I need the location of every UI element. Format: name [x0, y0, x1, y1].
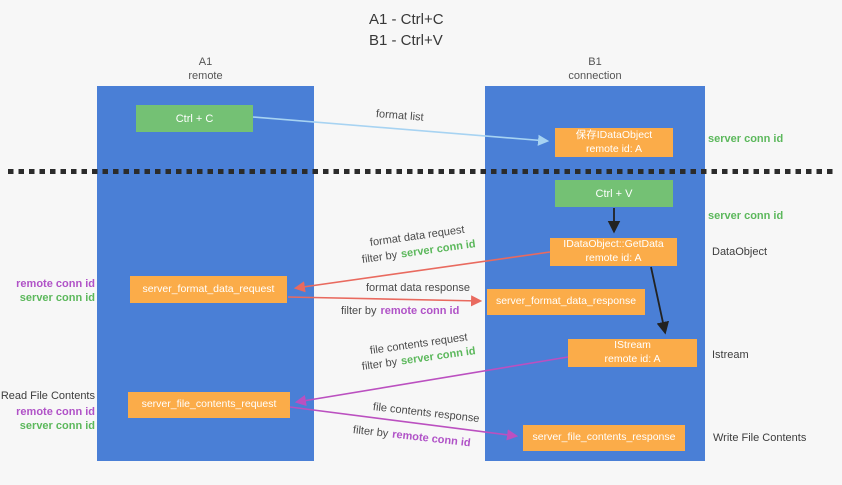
- format-list-label: format list: [375, 108, 425, 124]
- file-contents-response-label: file contents response: [372, 401, 481, 426]
- istream-line2: remote id: A: [604, 353, 661, 365]
- filter-by-text: filter by: [361, 249, 398, 266]
- server-file-contents-request-node: server_file_contents_request: [128, 392, 290, 418]
- save-idataobject-node: 保存IDataObject remote id: A: [555, 128, 673, 157]
- ctrl-v-label: Ctrl + V: [595, 187, 633, 200]
- server-format-data-request-node: server_format_data_request: [130, 276, 287, 303]
- filter-by-text: filter by: [341, 305, 377, 317]
- getdata-line1: IDataObject::GetData: [563, 238, 664, 251]
- filter-remote-conn-id: remote conn id: [391, 428, 472, 450]
- filter-remote-conn-id: remote conn id: [380, 305, 460, 317]
- ctrl-c-node: Ctrl + C: [136, 105, 253, 132]
- diagram-title: A1 - Ctrl+C B1 - Ctrl+V: [369, 9, 444, 51]
- dataobject-annotation: DataObject: [712, 246, 768, 258]
- server-conn-id-annotation-mid: server conn id: [708, 210, 784, 222]
- lane-a1-subtitle: remote: [188, 70, 223, 82]
- filter-by-text: filter by: [352, 424, 389, 440]
- remote-conn-id-annotation-top: remote conn id: [16, 278, 95, 290]
- lane-b1-title: B1: [588, 56, 602, 68]
- lane-header-b1: B1 connection: [485, 55, 705, 83]
- save-idataobject-line1: 保存IDataObject: [575, 128, 653, 141]
- remote-conn-id-annotation-bottom: remote conn id: [16, 406, 95, 418]
- getdata-line2: remote id: A: [585, 252, 642, 264]
- save-idataobject-line2: remote id: A: [585, 142, 643, 155]
- lane-b1-subtitle: connection: [568, 70, 622, 82]
- title-line-2: B1 - Ctrl+V: [369, 32, 443, 49]
- server-conn-id-annotation-left-top: server conn id: [19, 292, 95, 304]
- ctrl-c-label: Ctrl + C: [175, 112, 214, 125]
- server-file-contents-request-label: server_file_contents_request: [141, 398, 277, 411]
- ctrl-v-node: Ctrl + V: [555, 180, 673, 207]
- istream-line1: IStream: [614, 339, 651, 352]
- server-file-contents-response-node: server_file_contents_response: [523, 425, 685, 451]
- format-data-response-arrow: [287, 295, 483, 307]
- lane-a1-title: A1: [198, 56, 213, 68]
- server-conn-id-annotation-top: server conn id: [708, 133, 784, 145]
- read-file-contents-annotation: Read File Contents: [0, 390, 95, 402]
- server-format-data-request-label: server_format_data_request: [142, 282, 275, 295]
- server-format-data-response-label: server_format_data_response: [495, 295, 637, 308]
- write-file-contents-annotation: Write File Contents: [713, 432, 807, 444]
- server-format-data-response-node: server_format_data_response: [487, 289, 645, 315]
- server-file-contents-response-label: server_file_contents_response: [532, 431, 676, 444]
- session-divider-dotted-line: [8, 169, 834, 174]
- title-line-1: A1 - Ctrl+C: [369, 11, 444, 28]
- format-data-response-label: format data response: [366, 282, 470, 294]
- istream-node: IStream remote id: A: [568, 339, 697, 367]
- server-conn-id-annotation-left-bottom: server conn id: [19, 420, 95, 432]
- idataobject-getdata-node: IDataObject::GetData remote id: A: [550, 238, 677, 266]
- filter-by-text: filter by: [361, 356, 398, 373]
- lane-header-a1: A1 remote: [97, 55, 314, 83]
- istream-annotation: Istream: [712, 349, 749, 361]
